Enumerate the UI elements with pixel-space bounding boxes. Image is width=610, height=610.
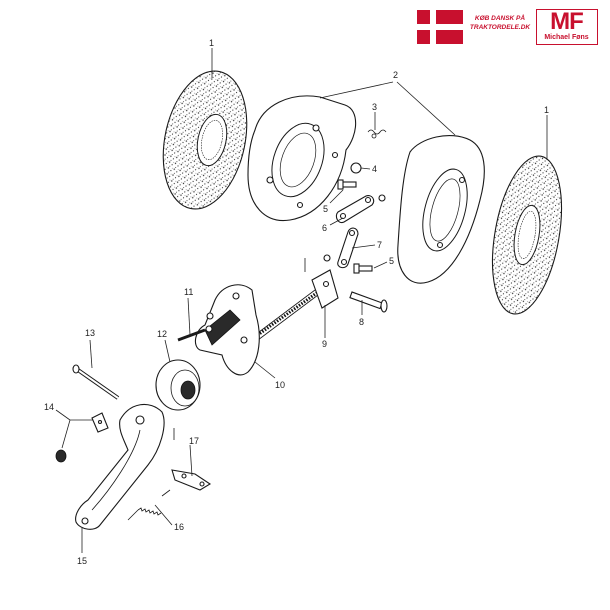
label-2: 2 [393, 70, 398, 80]
nut-and-plate [55, 412, 109, 463]
link-upper [335, 195, 375, 224]
label-4: 4 [372, 164, 377, 174]
label-9: 9 [322, 339, 327, 349]
steel-ball [350, 162, 362, 174]
label-14: 14 [44, 402, 54, 412]
label-6: 6 [322, 223, 327, 233]
washer [378, 194, 386, 202]
brake-arm [75, 403, 165, 530]
label-1-left: 1 [209, 38, 214, 48]
mf-owner-name: Michael Føns [544, 34, 589, 41]
brake-disc-right [492, 155, 562, 315]
return-spring [127, 489, 171, 521]
brake-disc-left [162, 70, 248, 210]
clevis-pin-8 [349, 291, 388, 313]
long-bolt [72, 364, 120, 400]
label-8: 8 [359, 317, 364, 327]
actuator-plate-left [247, 95, 357, 222]
link-lower [337, 227, 359, 269]
small-bracket [171, 469, 212, 491]
label-12: 12 [157, 329, 167, 339]
banner-tagline: KØB DANSK PÅ TRAKTORDELE.DK [466, 14, 534, 32]
label-13: 13 [85, 328, 95, 338]
mf-logo: MF [550, 8, 584, 35]
label-5-upper: 5 [323, 204, 328, 214]
pin-upper [337, 179, 357, 190]
label-7: 7 [377, 240, 382, 250]
banner-line1: KØB DANSK PÅ [474, 15, 526, 22]
label-11: 11 [184, 287, 193, 297]
washer-2 [323, 254, 331, 262]
spring-small [367, 129, 387, 139]
danish-flag [417, 10, 463, 44]
actuator-plate-right [397, 135, 485, 284]
pull-rod [254, 269, 339, 341]
banner-line2: TRAKTORDELE.DK [469, 24, 531, 31]
label-1-right: 1 [544, 105, 549, 115]
lever-bracket [194, 284, 260, 376]
label-16: 16 [174, 522, 184, 532]
bolt-11 [177, 312, 214, 342]
rubber-boot [155, 359, 201, 411]
label-3: 3 [372, 102, 377, 112]
label-5-lower: 5 [389, 256, 394, 266]
label-15: 15 [77, 556, 87, 566]
label-17: 17 [189, 436, 199, 446]
mf-logo-box: MF Michael Føns [536, 9, 598, 45]
label-10: 10 [275, 380, 285, 390]
leader-lines [55, 48, 548, 553]
pin-lower [353, 263, 373, 274]
